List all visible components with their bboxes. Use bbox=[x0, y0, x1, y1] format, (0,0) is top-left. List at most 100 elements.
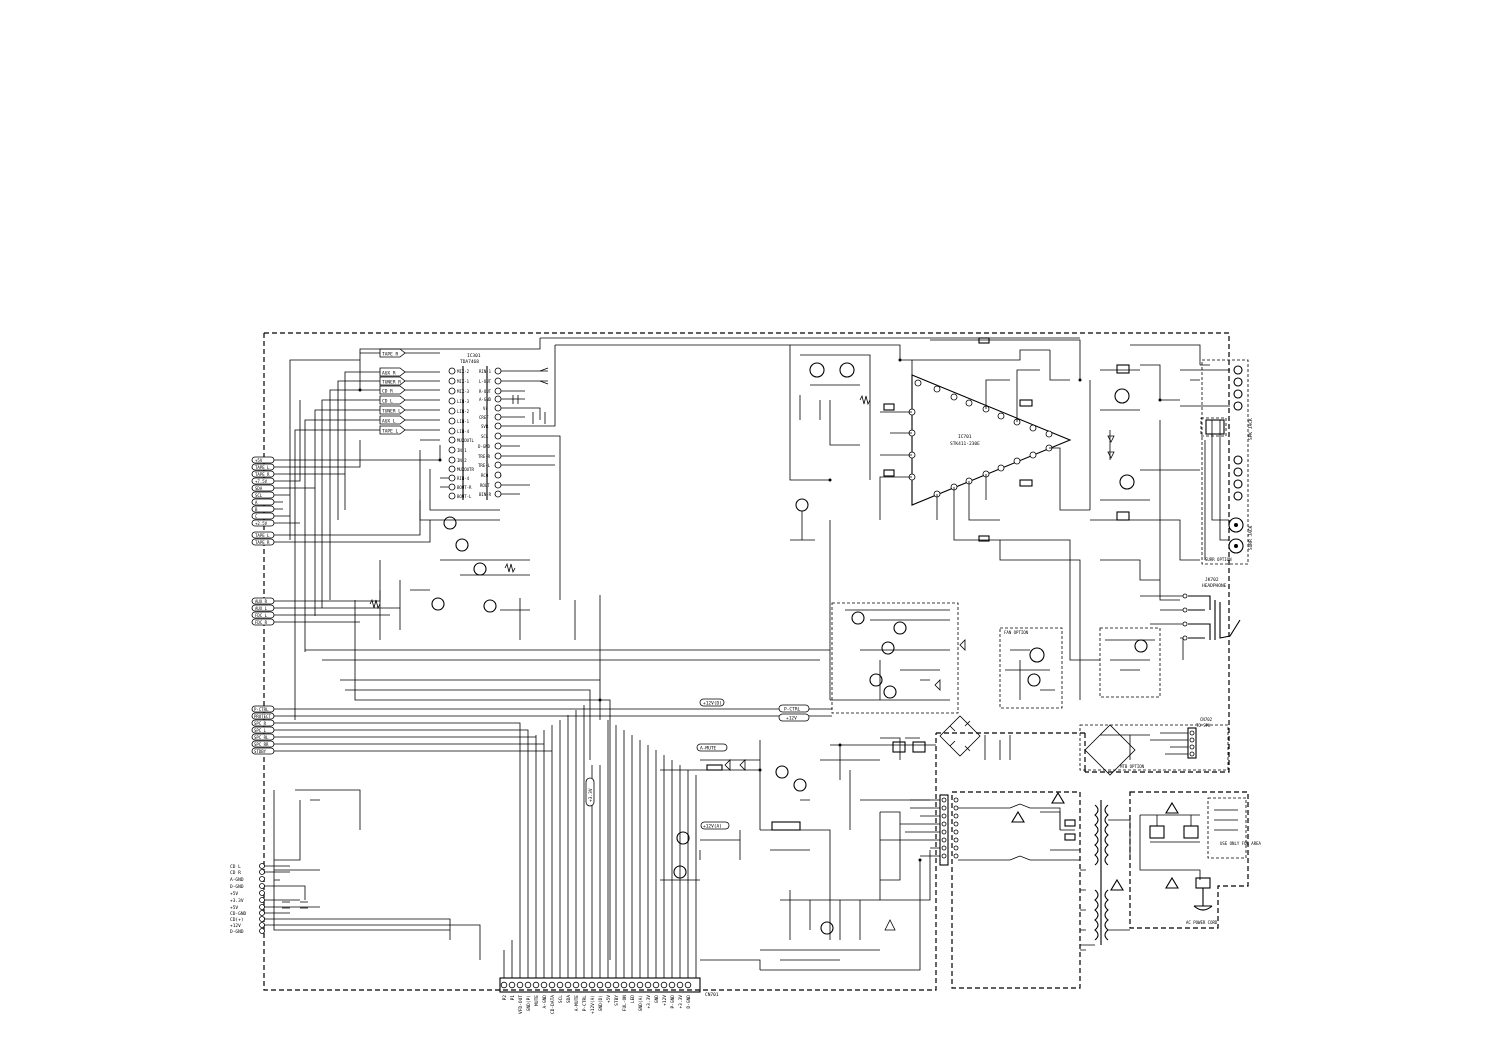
power-in-terminal[interactable]: D-GND bbox=[230, 928, 265, 936]
connector-pin-label: P1 bbox=[510, 995, 516, 1001]
rail-label-12v-d: +12V(D) bbox=[699, 698, 725, 707]
ic-audio-right-pin-label: CREF bbox=[479, 415, 489, 420]
control-terminal[interactable]: P-CTRL bbox=[251, 705, 275, 713]
power-in-label: CD L bbox=[230, 864, 241, 870]
control-terminal[interactable]: PROTECT bbox=[251, 712, 275, 720]
input-terminal-label: AUX R bbox=[382, 371, 396, 377]
power-in-label: CD-GND bbox=[230, 911, 247, 917]
connector-pin-label: GND(A) bbox=[638, 995, 644, 1011]
aux-terminal[interactable]: FDC R bbox=[251, 618, 275, 626]
rail-label-text: P-CTRL bbox=[784, 707, 801, 713]
input-terminal[interactable]: TAPE R bbox=[379, 348, 406, 358]
power-in-terminal[interactable]: +3.3V bbox=[230, 897, 265, 905]
connector-pin-label: FUL-ON bbox=[622, 995, 628, 1012]
bus-terminal[interactable]: A bbox=[251, 498, 275, 506]
connector-pin-label: VFD-OUT bbox=[518, 995, 524, 1014]
power-in-label: +12V bbox=[230, 923, 241, 929]
power-in-terminal[interactable]: A-GND bbox=[230, 876, 265, 884]
ic-audio-left-pin-label: RIN-4 bbox=[457, 476, 470, 481]
rail-label-pctrl: P-CTRL bbox=[778, 704, 810, 713]
aux-terminal[interactable]: AUX R bbox=[251, 597, 275, 605]
rail-label-text: +12V(D) bbox=[703, 701, 722, 707]
power-in-terminal[interactable]: D-GND bbox=[230, 883, 265, 891]
bus-terminal[interactable]: SCL bbox=[251, 491, 275, 499]
ic-audio-left-pin-label: MUXOUTR bbox=[457, 467, 474, 472]
ic-audio-right-pin-label: RCO bbox=[481, 473, 489, 478]
rail-label-text: +12V(A) bbox=[703, 824, 722, 830]
ic-audio-left-pin-label: IN-2 bbox=[457, 458, 467, 463]
bus-terminal[interactable]: C bbox=[251, 512, 275, 520]
ic-audio-right-pin-label: SCL bbox=[481, 434, 489, 439]
connector-pin-label: MUTE bbox=[534, 995, 540, 1006]
power-in-label: D-GND bbox=[230, 929, 244, 935]
rail-label-text: +12V bbox=[786, 716, 797, 722]
use-only-label: USE ONLY FOR AREA bbox=[1220, 841, 1262, 846]
ic-audio-right-pin-label: Vs bbox=[483, 406, 488, 411]
input-terminal[interactable]: AUX R bbox=[379, 367, 406, 377]
tape-terminal[interactable]: TAPE L bbox=[251, 531, 275, 539]
input-terminal[interactable]: CD R bbox=[379, 385, 406, 395]
ic-audio-left-pin-label: LIN-2 bbox=[457, 409, 470, 414]
amp-transistors-top bbox=[790, 354, 871, 541]
bus-terminal[interactable]: +2.5V bbox=[251, 519, 275, 527]
aux-terminal[interactable]: FDC L bbox=[251, 611, 275, 619]
control-terminal[interactable]: SPC RR bbox=[251, 740, 275, 748]
power-transformer bbox=[880, 791, 1131, 951]
ic-amp-part: STK411-230E bbox=[950, 441, 980, 447]
control-terminal-label: SPC L bbox=[254, 728, 267, 733]
input-terminal[interactable]: TUNER L bbox=[379, 405, 406, 415]
headphone-label: HEADPHONE bbox=[1202, 583, 1227, 589]
bus-terminal[interactable]: TAPE R bbox=[251, 470, 275, 478]
bus-terminal[interactable]: TAPE L bbox=[251, 463, 275, 471]
control-terminal[interactable]: SPC L bbox=[251, 726, 275, 734]
bus-terminal-label: +7.5V bbox=[255, 479, 268, 484]
surr-jack-label: SURR JACK bbox=[1248, 525, 1254, 550]
power-in-label: +5V bbox=[230, 891, 238, 897]
control-terminal[interactable]: STDBY bbox=[251, 747, 275, 755]
tape-terminal[interactable]: TAPE R bbox=[251, 538, 275, 546]
ic-audio-left-pin-label: MUXOUTL bbox=[457, 438, 474, 443]
bus-terminal-label: SDA bbox=[255, 486, 263, 491]
spk-jack-label: SPK JACK bbox=[1248, 418, 1254, 440]
power-in-terminal[interactable]: CD-GND bbox=[230, 910, 265, 918]
power-in-terminal[interactable]: +5V bbox=[230, 904, 265, 912]
connector-pin-label: +5V bbox=[606, 995, 612, 1003]
power-in-label: +3.3V bbox=[230, 898, 244, 904]
power-in-terminal[interactable]: CD R bbox=[230, 869, 265, 877]
rail-label-text: +3.3V bbox=[588, 788, 594, 802]
power-in-terminal[interactable]: +5V bbox=[230, 890, 265, 898]
input-terminal-label: TUNER R bbox=[382, 380, 401, 386]
warning-icon bbox=[1051, 791, 1065, 804]
rail-label-12v: +12V bbox=[778, 713, 810, 722]
ic-audio-right-pin-label: R-OUT bbox=[479, 389, 492, 394]
input-terminal[interactable]: AUX L bbox=[379, 415, 406, 425]
input-terminal[interactable]: TAPE L bbox=[379, 425, 406, 435]
input-terminal[interactable]: CD L bbox=[379, 395, 406, 405]
ic-audio-right-pin-label: TRE-L bbox=[478, 463, 491, 468]
control-terminal[interactable]: SPC RL bbox=[251, 733, 275, 741]
bus-terminal[interactable]: B bbox=[251, 505, 275, 513]
bus-terminal-label: TAPE L bbox=[255, 465, 270, 470]
bus-terminal[interactable]: +5V bbox=[251, 456, 275, 464]
bottom-connector: P2 P1 VFD-OUT GND(P) MUTE A-GND CD-DATA … bbox=[499, 977, 719, 1014]
power-in-terminal[interactable]: +12V bbox=[230, 922, 265, 930]
connector-pin-label: P-CTRL bbox=[582, 995, 588, 1012]
power-in-label: +5V bbox=[230, 905, 238, 911]
ic-audio-right-pins: RIN-1 L-OUT R-OUT A-GND Vs CREF SVR SCL … bbox=[478, 367, 502, 498]
control-terminal[interactable]: SPC R bbox=[251, 719, 275, 727]
bus-terminal[interactable]: SDA bbox=[251, 484, 275, 492]
warning-icon bbox=[1165, 876, 1179, 889]
ac-input: AC POWER CORD USE ONLY FOR AREA bbox=[1139, 801, 1262, 925]
ic-audio-right-pin-label: TRE-R bbox=[478, 454, 491, 459]
input-terminal[interactable]: TUNER R bbox=[379, 376, 406, 386]
ic-audio-left-pin-label: LIN-1 bbox=[457, 419, 470, 424]
spk-connector-desc: TO SPK bbox=[1196, 723, 1211, 728]
power-in-label: A-GND bbox=[230, 877, 244, 883]
power-in-terminal[interactable]: CD L bbox=[230, 863, 265, 871]
aux-terminal-label: AUX R bbox=[255, 599, 268, 604]
power-in-terminal[interactable]: CD(+) bbox=[230, 916, 265, 924]
aux-terminal[interactable]: AUX L bbox=[251, 604, 275, 612]
bus-terminal[interactable]: +7.5V bbox=[251, 477, 275, 485]
rail-label-12va: +12V(A) bbox=[700, 821, 730, 830]
bus-terminal-label: B bbox=[255, 507, 258, 512]
